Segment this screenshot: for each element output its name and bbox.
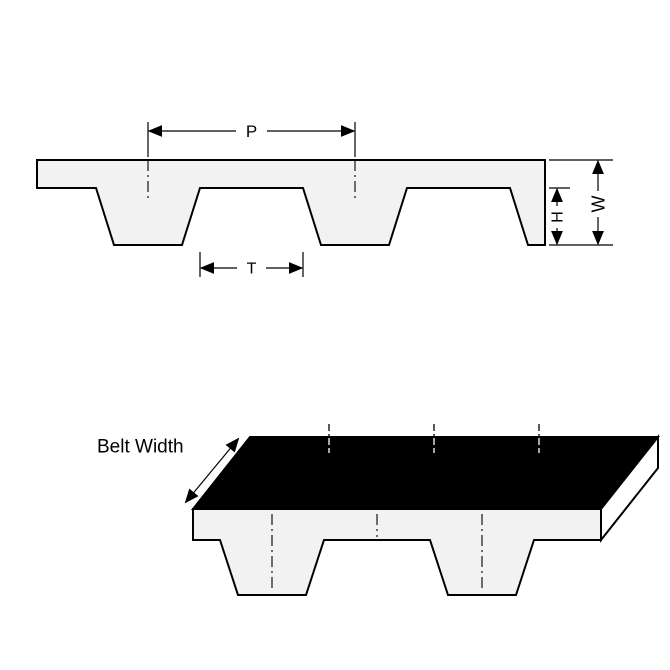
tooth-height-label: H xyxy=(550,211,567,223)
belt-width-arrow xyxy=(184,470,213,504)
belt-front-face xyxy=(192,508,602,596)
belt-thickness-label: W xyxy=(588,196,608,213)
belt-tooth-profile-section: P T H W xyxy=(36,122,613,278)
belt-width-label: Belt Width xyxy=(97,437,184,458)
pitch-label: P xyxy=(246,122,257,141)
tooth-width-label: T xyxy=(247,261,257,278)
belt-3d-section: Belt Width xyxy=(97,424,661,596)
belt-top-face xyxy=(190,436,661,510)
belt-width-arrow xyxy=(211,437,240,471)
belt-profile-outline xyxy=(36,159,546,246)
